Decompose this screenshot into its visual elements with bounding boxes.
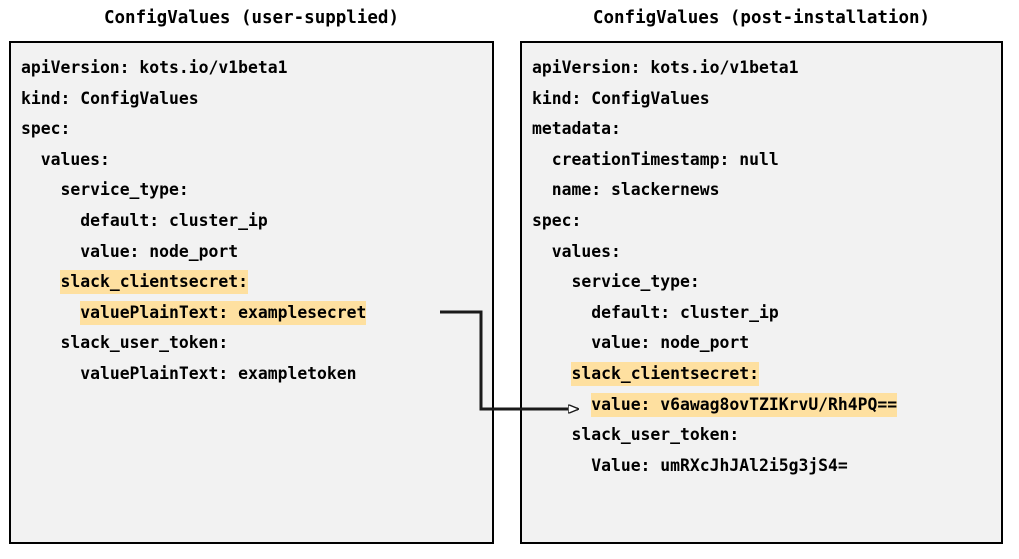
code-text: valuePlainText: exampletoken — [80, 363, 357, 383]
code-line: values: — [532, 237, 1001, 268]
code-text: metadata: — [532, 119, 621, 139]
code-line: value: v6awag8ovTZIKrvU/Rh4PQ== — [532, 390, 1001, 421]
code-text: default: cluster_ip — [80, 210, 268, 230]
code-indent — [532, 180, 552, 199]
code-line: default: cluster_ip — [21, 206, 492, 237]
code-line: Value: umRXcJhJAl2i5g3jS4= — [532, 451, 1001, 482]
code-text: creationTimestamp: null — [551, 149, 779, 169]
code-line: value: node_port — [21, 237, 492, 268]
code-line: spec: — [532, 206, 1001, 237]
code-line: kind: ConfigValues — [532, 84, 1001, 115]
code-line: creationTimestamp: null — [532, 145, 1001, 176]
code-text: apiVersion: kots.io/v1beta1 — [532, 58, 799, 77]
code-text: spec: — [21, 119, 71, 139]
code-line: service_type: — [21, 175, 492, 206]
code-line: name: slackernews — [532, 175, 1001, 206]
code-line: valuePlainText: exampletoken — [21, 359, 492, 390]
code-lines-user-supplied: apiVersion: kots.io/v1beta1 kind: ConfigV… — [21, 53, 492, 390]
code-indent — [532, 150, 552, 169]
code-text: value: node_port — [80, 241, 239, 261]
code-text: kind: ConfigValues — [21, 88, 199, 108]
code-text: name: slackernews — [551, 180, 720, 200]
code-line: value: node_port — [532, 328, 1001, 359]
code-indent — [21, 150, 41, 169]
code-text: spec: — [532, 210, 582, 230]
code-indent — [532, 272, 571, 291]
code-indent — [21, 333, 60, 352]
code-text: default: cluster_ip — [591, 302, 779, 322]
code-line: slack_user_token: — [532, 420, 1001, 451]
code-text: kind: ConfigValues — [532, 88, 710, 108]
code-indent — [532, 456, 591, 475]
code-indent — [532, 425, 571, 444]
code-line: kind: ConfigValues — [21, 84, 492, 115]
code-line: slack_clientsecret: — [21, 267, 492, 298]
code-text: values: — [551, 241, 621, 261]
code-indent — [21, 211, 80, 230]
code-line: default: cluster_ip — [532, 298, 1001, 329]
code-text: apiVersion: kots.io/v1beta1 — [21, 58, 288, 77]
code-line: apiVersion: kots.io/v1beta1 — [21, 53, 492, 84]
code-indent — [21, 303, 80, 322]
code-line: slack_clientsecret: — [532, 359, 1001, 390]
code-indent — [21, 180, 60, 199]
code-line: valuePlainText: examplesecret — [21, 298, 492, 329]
code-text: value: node_port — [591, 333, 750, 353]
code-line: spec: — [21, 114, 492, 145]
code-indent — [532, 333, 591, 352]
code-box-user-supplied: apiVersion: kots.io/v1beta1 kind: ConfigV… — [9, 41, 494, 544]
code-line: slack_user_token: — [21, 328, 492, 359]
code-line: metadata: — [532, 114, 1001, 145]
code-text: slack_clientsecret: — [60, 270, 248, 295]
code-indent — [21, 364, 80, 383]
code-text: slack_user_token: — [571, 425, 740, 445]
code-box-post-installation: apiVersion: kots.io/v1beta1 kind: ConfigV… — [520, 41, 1003, 544]
code-indent — [532, 303, 591, 322]
code-line: service_type: — [532, 267, 1001, 298]
code-text: service_type: — [571, 272, 700, 292]
code-indent — [21, 242, 80, 261]
code-text: slack_user_token: — [60, 333, 229, 353]
code-text: values: — [40, 149, 110, 169]
panel-title-post-installation: ConfigValues (post-installation) — [592, 8, 931, 28]
code-line: apiVersion: kots.io/v1beta1 — [532, 53, 1001, 84]
panel-title-user-supplied: ConfigValues (user-supplied) — [103, 8, 399, 28]
code-text: valuePlainText: examplesecret — [80, 300, 367, 325]
code-text: slack_clientsecret: — [571, 361, 759, 386]
code-lines-post-installation: apiVersion: kots.io/v1beta1 kind: ConfigV… — [532, 53, 1001, 481]
code-line: values: — [21, 145, 492, 176]
code-text: value: v6awag8ovTZIKrvU/Rh4PQ== — [591, 392, 898, 417]
code-indent — [532, 364, 571, 383]
code-text: service_type: — [60, 180, 189, 200]
code-indent — [532, 242, 552, 261]
code-text: Value: umRXcJhJAl2i5g3jS4= — [591, 455, 848, 475]
code-indent — [21, 272, 60, 291]
code-indent — [532, 395, 591, 414]
